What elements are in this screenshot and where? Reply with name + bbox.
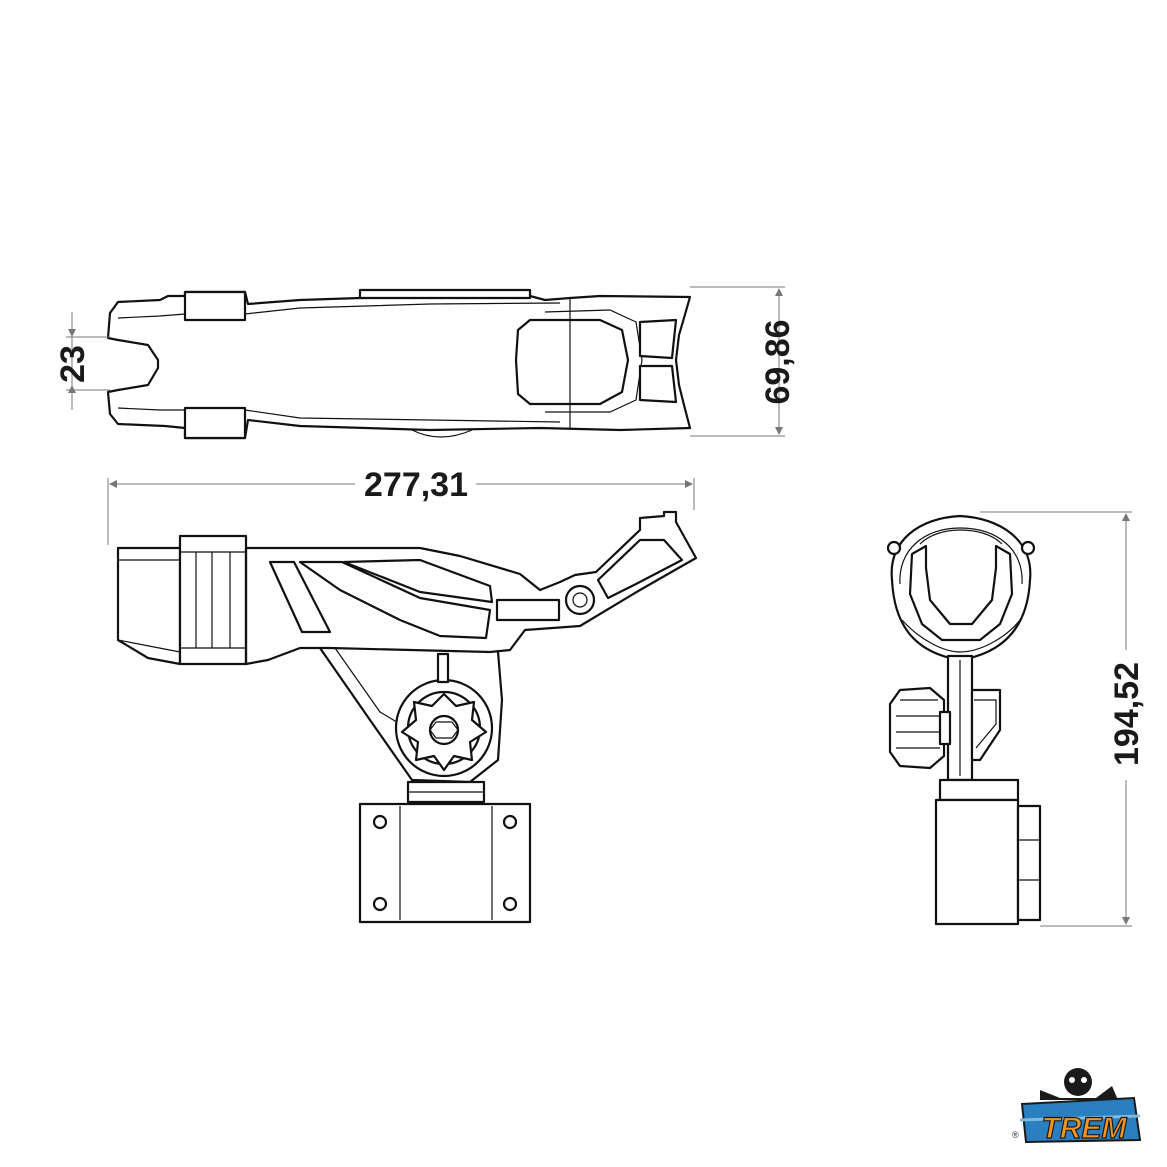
dimension-top-height: 69,86 (690, 286, 797, 437)
dimension-slot-width: 23 (54, 312, 110, 410)
front-view (886, 514, 1042, 926)
dimension-label-23: 23 (54, 345, 92, 383)
dimension-label-277-31: 277,31 (364, 466, 468, 504)
logo-brand-text: TREM (1042, 1112, 1128, 1145)
dimension-overall-length: 277,31 (107, 466, 695, 545)
top-view (106, 288, 692, 440)
dimension-overall-height: 194,52 (980, 511, 1146, 927)
side-view (116, 510, 698, 924)
trem-logo: TREM ® (1012, 1068, 1142, 1146)
dimension-label-69-86: 69,86 (759, 319, 797, 404)
dimension-label-194-52: 194,52 (1108, 662, 1146, 766)
registered-mark: ® (1012, 1130, 1019, 1140)
